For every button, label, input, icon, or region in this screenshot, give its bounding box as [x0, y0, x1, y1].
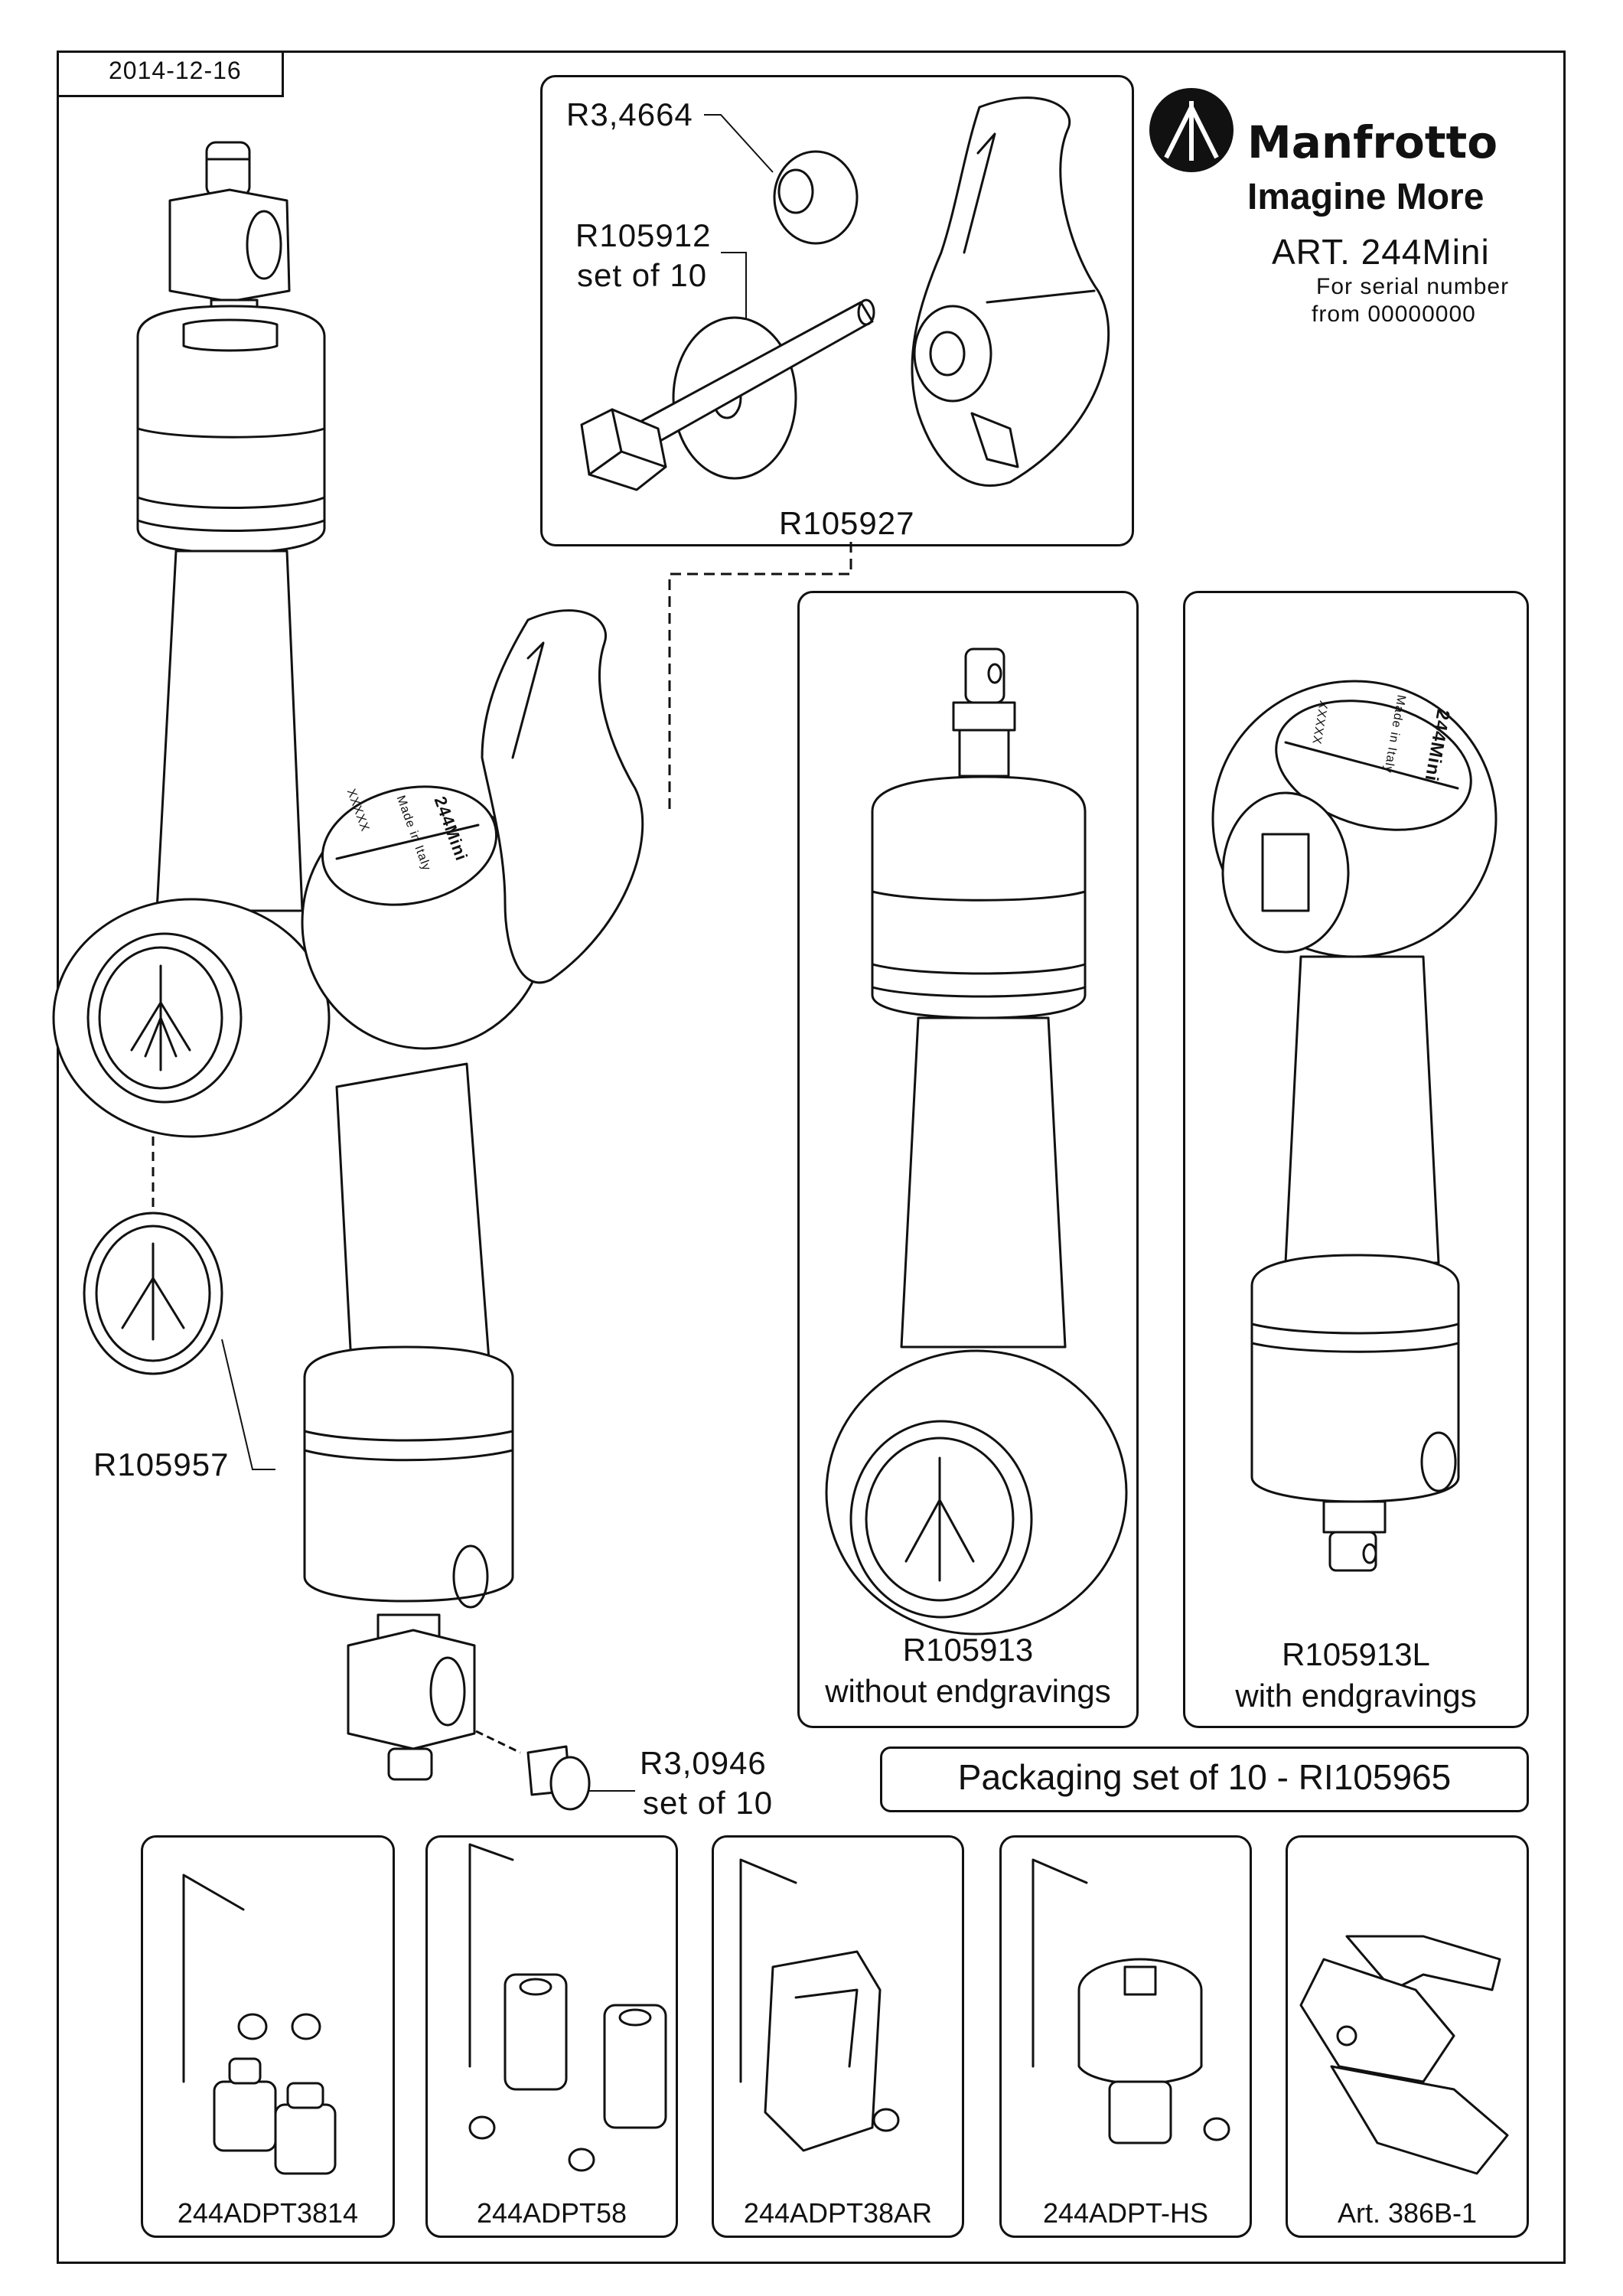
- packaging-box: [880, 1746, 1529, 1812]
- serial-line-2: from 00000000: [1312, 302, 1476, 327]
- accessory-label-2: 244ADPT58: [476, 2197, 627, 2229]
- bolt-label-line1: R105912: [575, 217, 712, 253]
- serial-line-1: For serial number: [1316, 274, 1510, 299]
- arm-engraved-label-line1: R105913L: [1282, 1636, 1430, 1672]
- accessory-label-5: Art. 386B-1: [1337, 2197, 1478, 2229]
- screw-label-line2: set of 10: [643, 1785, 774, 1821]
- bolt-label-line2: set of 10: [577, 257, 708, 293]
- date-tag: [57, 51, 284, 97]
- cover-disc-label: R105957: [93, 1446, 230, 1482]
- arm-engraved-label-line2: with endgravings: [1235, 1678, 1477, 1714]
- article-number: ART. 244Mini: [1272, 232, 1490, 272]
- brand-tagline: Imagine More: [1247, 177, 1484, 217]
- accessory-label-1: 244ADPT3814: [177, 2197, 359, 2229]
- date-label: 2014-12-16: [109, 57, 242, 84]
- screw-label-line1: R3,0946: [640, 1745, 767, 1781]
- brand-name: Manfrotto: [1247, 116, 1498, 168]
- arm-plain-label-line2: without endgravings: [825, 1673, 1111, 1709]
- accessory-label-3: 244ADPT38AR: [743, 2197, 933, 2229]
- packaging-label: Packaging set of 10 - RI105965: [957, 1757, 1452, 1797]
- accessory-label-4: 244ADPT-HS: [1042, 2197, 1209, 2229]
- knob-box-label: R105927: [779, 505, 915, 541]
- arm-plain-label-line1: R105913: [902, 1632, 1034, 1668]
- drawing-frame: [57, 51, 1566, 2264]
- washer-small-label: R3,4664: [566, 96, 693, 132]
